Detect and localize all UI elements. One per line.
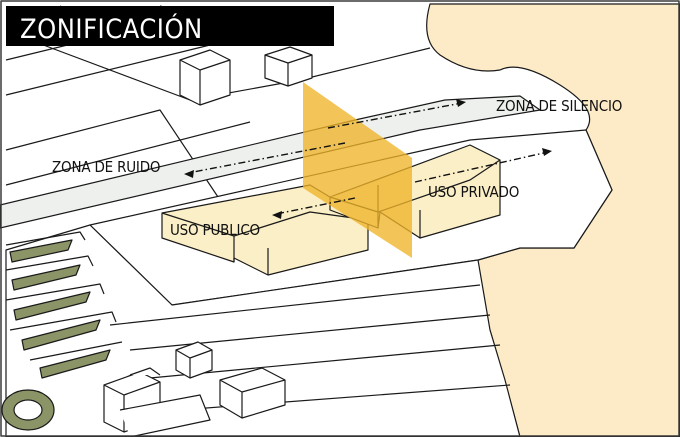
street [0, 95, 541, 229]
garden-strips [9, 239, 111, 379]
garden-curbs [5, 231, 123, 361]
label-zona-silencio: ZONA DE SILENCIO [496, 97, 623, 115]
roundabout [1, 389, 55, 431]
street-upper [29, 39, 431, 101]
title-box: ZONIFICACIÓN [6, 6, 334, 46]
arrow-heads [184, 99, 552, 219]
small-buildings [103, 46, 313, 437]
lower-block-lines [109, 284, 511, 411]
label-uso-publico: USO PUBLICO [170, 221, 260, 239]
label-zona-ruido: ZONA DE RUIDO [52, 158, 161, 176]
label-uso-privado: USO PRIVADO [428, 183, 520, 201]
diagram-title: ZONIFICACIÓN [20, 14, 203, 45]
zoning-arrows [187, 102, 549, 215]
public-building [161, 184, 369, 276]
buffer-plane [303, 82, 412, 258]
